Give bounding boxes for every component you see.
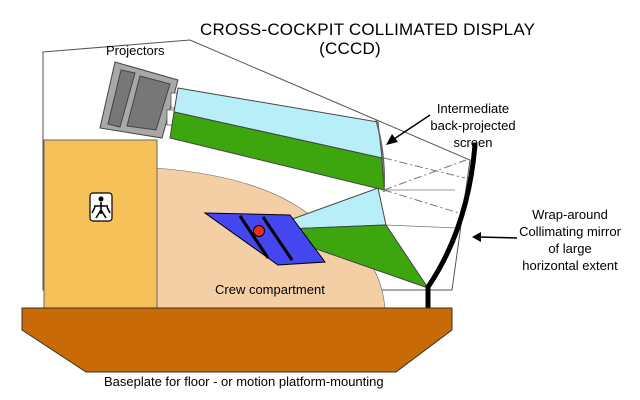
collimating-mirror <box>425 142 478 313</box>
mirror-label-1: Wrap-around <box>532 207 608 222</box>
mirror-label: Wrap-around Collimating mirror of large … <box>508 206 632 274</box>
optical-path-lines <box>383 157 467 215</box>
figure-icon <box>89 192 113 222</box>
intermediate-screen-label-3: screen <box>453 135 493 150</box>
screen-pointer-arrow <box>390 114 431 142</box>
projector-unit <box>99 61 180 139</box>
intermediate-screen-label-1: Intermediate <box>436 101 510 116</box>
intermediate-screen-label: Intermediate back-projected screen <box>418 100 528 151</box>
mirror-label-4: horizontal extent <box>522 258 618 273</box>
baseplate-label: Baseplate for floor - or motion platform… <box>104 374 384 389</box>
cabinet <box>43 139 158 311</box>
diagram-title: CROSS-COCKPIT COLLIMATED DISPLAY <box>200 20 536 39</box>
intermediate-screen <box>375 119 386 193</box>
mirror-pointer-arrow <box>477 236 518 239</box>
diagram-title-abbrev: (CCCD) <box>319 39 381 58</box>
projectors-label: Projectors <box>106 43 165 58</box>
crew-compartment-label: Crew compartment <box>215 282 325 297</box>
mirror-label-3: of large <box>548 241 592 256</box>
crew-seat <box>203 212 326 266</box>
baseplate <box>21 307 453 373</box>
intermediate-screen-label-2: back-projected <box>430 118 516 133</box>
eye-point <box>253 225 265 237</box>
mirror-label-2: Collimating mirror <box>519 224 621 239</box>
